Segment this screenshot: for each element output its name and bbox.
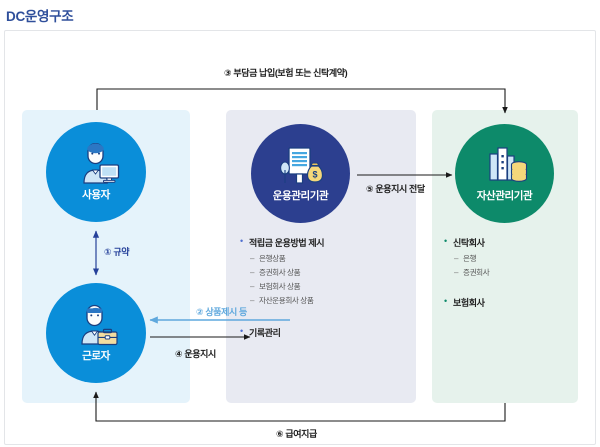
operator-bullet-group-2: • 기록관리 [240, 326, 410, 342]
asset-bullet-group-2: • 보험회사 [444, 296, 574, 312]
bullet-dot-icon: • [444, 236, 448, 246]
list-item: – 증권회사 상품 [250, 267, 410, 278]
list-item-label: 증권회사 상품 [259, 268, 301, 277]
bullet-heading: • 신탁회사 [444, 236, 574, 249]
flow-4-label: ④ 운용지시 [175, 349, 216, 359]
bullet-heading-label: 신탁회사 [453, 238, 485, 248]
flow-1-label: ① 규약 [104, 247, 130, 257]
dash-icon: – [250, 296, 255, 305]
bullet-dot-icon: • [240, 236, 244, 246]
list-item: – 보험회사 상품 [250, 281, 410, 292]
bullet-dot-icon: • [240, 326, 244, 336]
list-item-label: 은행 [463, 254, 477, 263]
dash-icon: – [454, 254, 459, 263]
flow-3-label: ③ 부담금 납입(보험 또는 신탁계약) [224, 68, 348, 78]
list-item-label: 자산운용회사 상품 [259, 296, 314, 305]
list-item: – 증권회사 [454, 267, 574, 278]
node-worker-label: 근로자 [82, 349, 110, 362]
list-item-label: 보험회사 상품 [259, 282, 301, 291]
bullet-heading: • 보험회사 [444, 296, 574, 309]
list-item: – 은행상품 [250, 253, 410, 264]
asset-bullet-group-1: • 신탁회사 – 은행 – 증권회사 [444, 236, 574, 281]
bullet-heading-label: 보험회사 [453, 298, 485, 308]
bullet-dot-icon: • [444, 296, 448, 306]
dash-icon: – [250, 282, 255, 291]
flow-2-label: ② 상품제시 등 [196, 307, 247, 317]
node-asset[interactable]: 자산관리기관 [455, 124, 554, 223]
list-item-label: 은행상품 [259, 254, 286, 263]
bullet-heading: • 적립금 운용방법 제시 [240, 236, 410, 249]
bullet-heading-label: 기록관리 [249, 328, 281, 338]
list-item: – 자산운용회사 상품 [250, 295, 410, 306]
document-with-moneybag-icon: $ [277, 144, 325, 186]
page-title: DC운영구조 [6, 9, 74, 24]
list-item-label: 증권회사 [463, 268, 490, 277]
flow-5-label: ⑤ 운용지시 전달 [366, 184, 425, 194]
node-asset-label: 자산관리기관 [476, 190, 533, 202]
dash-icon: – [250, 268, 255, 277]
bullet-heading-label: 적립금 운용방법 제시 [249, 238, 325, 248]
node-operator[interactable]: $ 운용관리기관 [251, 124, 350, 223]
user-with-monitor-icon [72, 142, 120, 185]
node-operator-label: 운용관리기관 [272, 190, 329, 202]
worker-with-briefcase-icon [72, 304, 120, 346]
node-worker[interactable]: 근로자 [46, 283, 146, 383]
node-employer-label: 사용자 [82, 188, 110, 201]
bank-building-with-coins-icon [481, 144, 529, 186]
dash-icon: – [454, 268, 459, 277]
svg-text:$: $ [312, 169, 317, 179]
flow-6-label: ⑥ 급여지급 [276, 429, 317, 439]
bullet-heading: • 기록관리 [240, 326, 410, 339]
node-employer[interactable]: 사용자 [46, 122, 146, 222]
operator-bullet-group-1: • 적립금 운용방법 제시 – 은행상품 – 증권회사 상품 – 보험회사 상품… [240, 236, 410, 309]
list-item: – 은행 [454, 253, 574, 264]
dash-icon: – [250, 254, 255, 263]
